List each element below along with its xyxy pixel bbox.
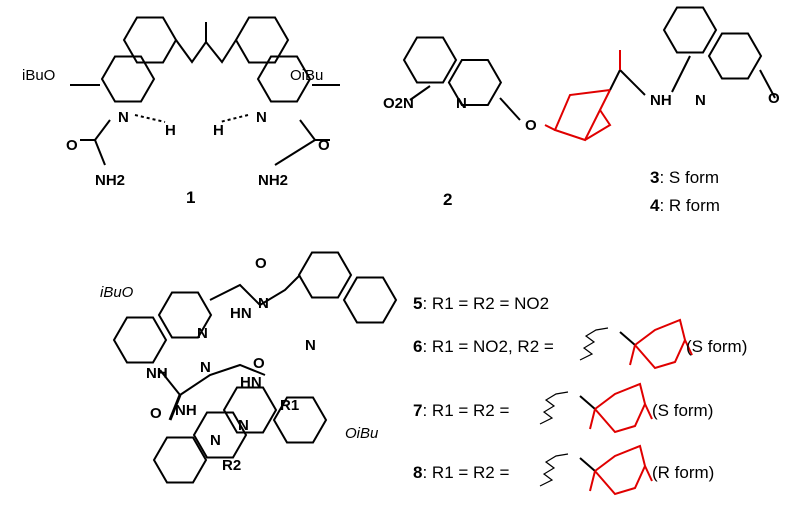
nitro-bond bbox=[409, 85, 431, 101]
atom-label: O bbox=[150, 405, 162, 422]
atom-label: N bbox=[197, 325, 208, 342]
urea-linker bbox=[175, 39, 237, 64]
benzene-ring bbox=[152, 436, 208, 484]
camphanate-ring bbox=[584, 109, 612, 141]
atom-label: R2 bbox=[222, 457, 241, 474]
atom-label: HN bbox=[230, 305, 252, 322]
camphanate-ring bbox=[634, 318, 687, 370]
atom-label: N bbox=[258, 295, 269, 312]
compound-1: iBuO OiBu N N H H O NH2 O NH2 1 bbox=[22, 67, 330, 207]
atom-label: N bbox=[305, 337, 316, 354]
atom-label: O2N bbox=[383, 95, 414, 112]
lactone-carbonyl bbox=[644, 403, 653, 420]
compound-number: 2 bbox=[443, 190, 452, 209]
linker-chain bbox=[209, 274, 301, 307]
hbond bbox=[219, 114, 249, 123]
definition-7: 7: R1 = R2 = bbox=[413, 401, 509, 420]
amide-bond bbox=[80, 119, 111, 141]
hydrazide-bond bbox=[94, 139, 106, 166]
atom-label: O bbox=[255, 255, 267, 272]
atom-label: N bbox=[118, 109, 129, 126]
benzene-ring bbox=[122, 16, 178, 64]
amide-carbonyl bbox=[629, 344, 636, 366]
hydrazide-bond bbox=[274, 139, 316, 166]
amide-carbonyl bbox=[589, 408, 596, 430]
atom-label: iBuO bbox=[100, 284, 134, 301]
amide-bond bbox=[609, 68, 646, 96]
atom-label: O bbox=[318, 137, 330, 154]
aldehyde-bond bbox=[759, 69, 776, 99]
benzene-ring bbox=[112, 316, 168, 364]
atom-label: OiBu bbox=[290, 67, 323, 84]
definition-6-form: (S form) bbox=[686, 337, 747, 356]
wavy-attachment-bond bbox=[539, 391, 569, 425]
atom-label: NH2 bbox=[258, 172, 288, 189]
wavy-attachment-bond bbox=[539, 453, 569, 487]
compound-number: 1 bbox=[186, 188, 195, 207]
amide-bond bbox=[579, 457, 596, 472]
amide-bond bbox=[579, 395, 596, 410]
lactone-carbonyl bbox=[644, 465, 653, 482]
atom-label: HN bbox=[240, 374, 262, 391]
pyridine-ring bbox=[100, 55, 156, 103]
atom-label: H bbox=[213, 122, 224, 139]
aldehyde-bond bbox=[499, 97, 521, 121]
atom-label: NH bbox=[146, 365, 168, 382]
pyridine-ring bbox=[707, 32, 763, 80]
atom-label: N bbox=[210, 432, 221, 449]
benzene-ring bbox=[402, 36, 458, 84]
atom-label: N bbox=[238, 417, 249, 434]
atom-label: NH bbox=[175, 402, 197, 419]
lactone-carbonyl bbox=[684, 339, 693, 356]
atom-label: O bbox=[768, 90, 780, 107]
atom-label: N bbox=[456, 95, 467, 112]
wavy-attachment-bond bbox=[579, 327, 609, 361]
pyridine-ring bbox=[192, 411, 248, 459]
compound-3-caption: 3: S form bbox=[650, 168, 719, 187]
definition-5: 5: R1 = R2 = NO2 bbox=[413, 294, 549, 313]
pyridine-ring bbox=[157, 291, 213, 339]
camphanate-ring bbox=[594, 382, 647, 434]
amide-carbonyl bbox=[589, 470, 596, 492]
atom-label: N bbox=[200, 359, 211, 376]
atom-label: OiBu bbox=[345, 425, 379, 442]
bond-lines bbox=[70, 6, 776, 496]
benzene-ring bbox=[272, 396, 328, 444]
macrocycle-structure: iBuO N O HN N N NH N HN O R1 O NH N N Oi… bbox=[100, 255, 379, 474]
atom-label: R1 bbox=[280, 397, 299, 414]
camphanate-ring bbox=[594, 444, 647, 496]
pyridine-ring bbox=[447, 59, 503, 106]
atom-label: N bbox=[695, 92, 706, 109]
amide-bond bbox=[619, 331, 636, 346]
hbond bbox=[134, 114, 166, 123]
benzene-ring bbox=[662, 6, 718, 54]
definition-8-form: (R form) bbox=[652, 463, 714, 482]
atom-label: iBuO bbox=[22, 67, 55, 84]
camphanate-ring bbox=[553, 89, 611, 142]
pyridine-ring bbox=[222, 386, 278, 434]
compound-3-4: NH N O 3: S form 4: R form bbox=[650, 90, 780, 215]
linker-chain bbox=[159, 363, 266, 397]
atom-label: NH bbox=[650, 92, 672, 109]
benzene-ring bbox=[297, 251, 353, 299]
definitions-list: 5: R1 = R2 = NO2 6: R1 = NO2, R2 = (S fo… bbox=[413, 294, 747, 482]
compound-4-caption: 4: R form bbox=[650, 196, 720, 215]
benzene-ring bbox=[342, 276, 398, 324]
atom-label: O bbox=[66, 137, 78, 154]
linker-chain bbox=[168, 394, 182, 421]
definition-6: 6: R1 = NO2, R2 = bbox=[413, 337, 554, 356]
definition-7-form: (S form) bbox=[652, 401, 713, 420]
amine-bond bbox=[671, 55, 691, 93]
pyridine-ring bbox=[256, 55, 312, 103]
atom-label: N bbox=[256, 109, 267, 126]
atom-label: O bbox=[525, 117, 537, 134]
lactone-carbonyl bbox=[544, 124, 556, 131]
atom-label: O bbox=[253, 355, 265, 372]
atom-label: H bbox=[165, 122, 176, 139]
definition-8: 8: R1 = R2 = bbox=[413, 463, 509, 482]
atom-label: NH2 bbox=[95, 172, 125, 189]
compound-2: O2N N O 2 bbox=[383, 95, 537, 209]
